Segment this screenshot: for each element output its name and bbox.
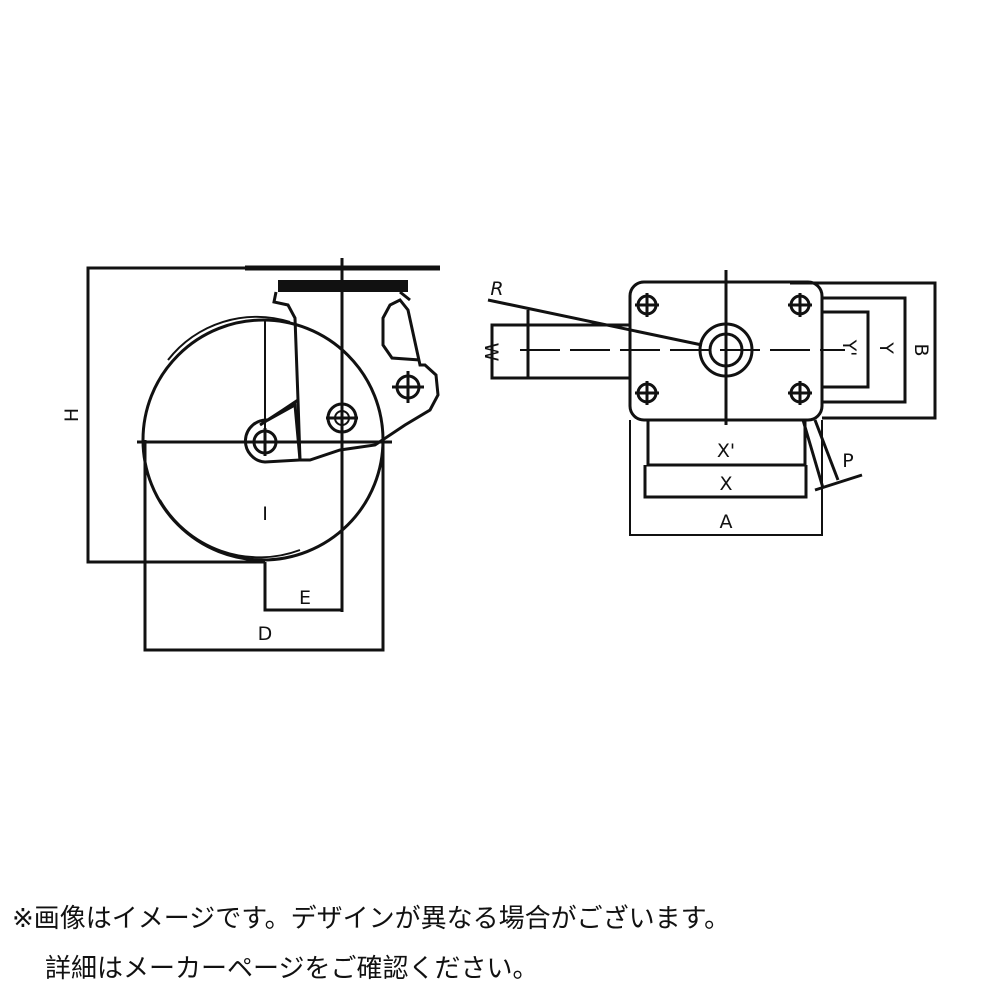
bolt-hole-icon — [635, 293, 812, 405]
label-h: H — [61, 408, 83, 422]
wheel-tread — [167, 315, 291, 361]
dimension-y-prime-box — [822, 310, 870, 389]
side-view: H I E D — [61, 258, 440, 652]
dimension-b-box — [790, 281, 937, 420]
label-i: I — [262, 503, 268, 525]
dimension-x-box — [643, 465, 808, 499]
radius-leader — [487, 298, 703, 347]
axle-boss — [244, 402, 302, 464]
label-a: A — [720, 511, 733, 533]
dimension-x-prime-box — [646, 420, 807, 467]
label-x-prime: X' — [717, 440, 735, 462]
top-view: R W Y' Y B X' X A P — [480, 270, 937, 536]
swivel-bolt-icon — [326, 402, 358, 434]
p-leader-2 — [813, 419, 840, 481]
label-x: X — [719, 473, 732, 495]
label-y-prime: Y' — [838, 339, 860, 357]
label-r: R — [490, 278, 503, 300]
p-leader-tick — [814, 473, 863, 492]
label-y: Y — [875, 341, 897, 354]
caption-line-2: 詳細はメーカーページをご確認ください。 — [45, 954, 539, 984]
brake-bolt-icon — [392, 371, 424, 403]
caption-line-1: ※画像はイメージです。デザインが異なる場合がございます。 — [12, 904, 731, 934]
dimension-w-box — [490, 323, 630, 380]
center-hub-icon — [698, 322, 754, 378]
dimension-d-box — [143, 440, 385, 652]
label-e: E — [299, 587, 311, 609]
p-leader-1 — [801, 419, 825, 489]
label-b: B — [910, 343, 932, 356]
label-d: D — [258, 623, 273, 645]
wheel-tread-bottom — [159, 499, 301, 559]
dimension-a-box — [629, 420, 823, 536]
label-p: P — [842, 450, 853, 472]
label-w: W — [480, 343, 502, 362]
dimension-y-box — [822, 296, 907, 404]
dimension-e-box — [263, 562, 342, 612]
